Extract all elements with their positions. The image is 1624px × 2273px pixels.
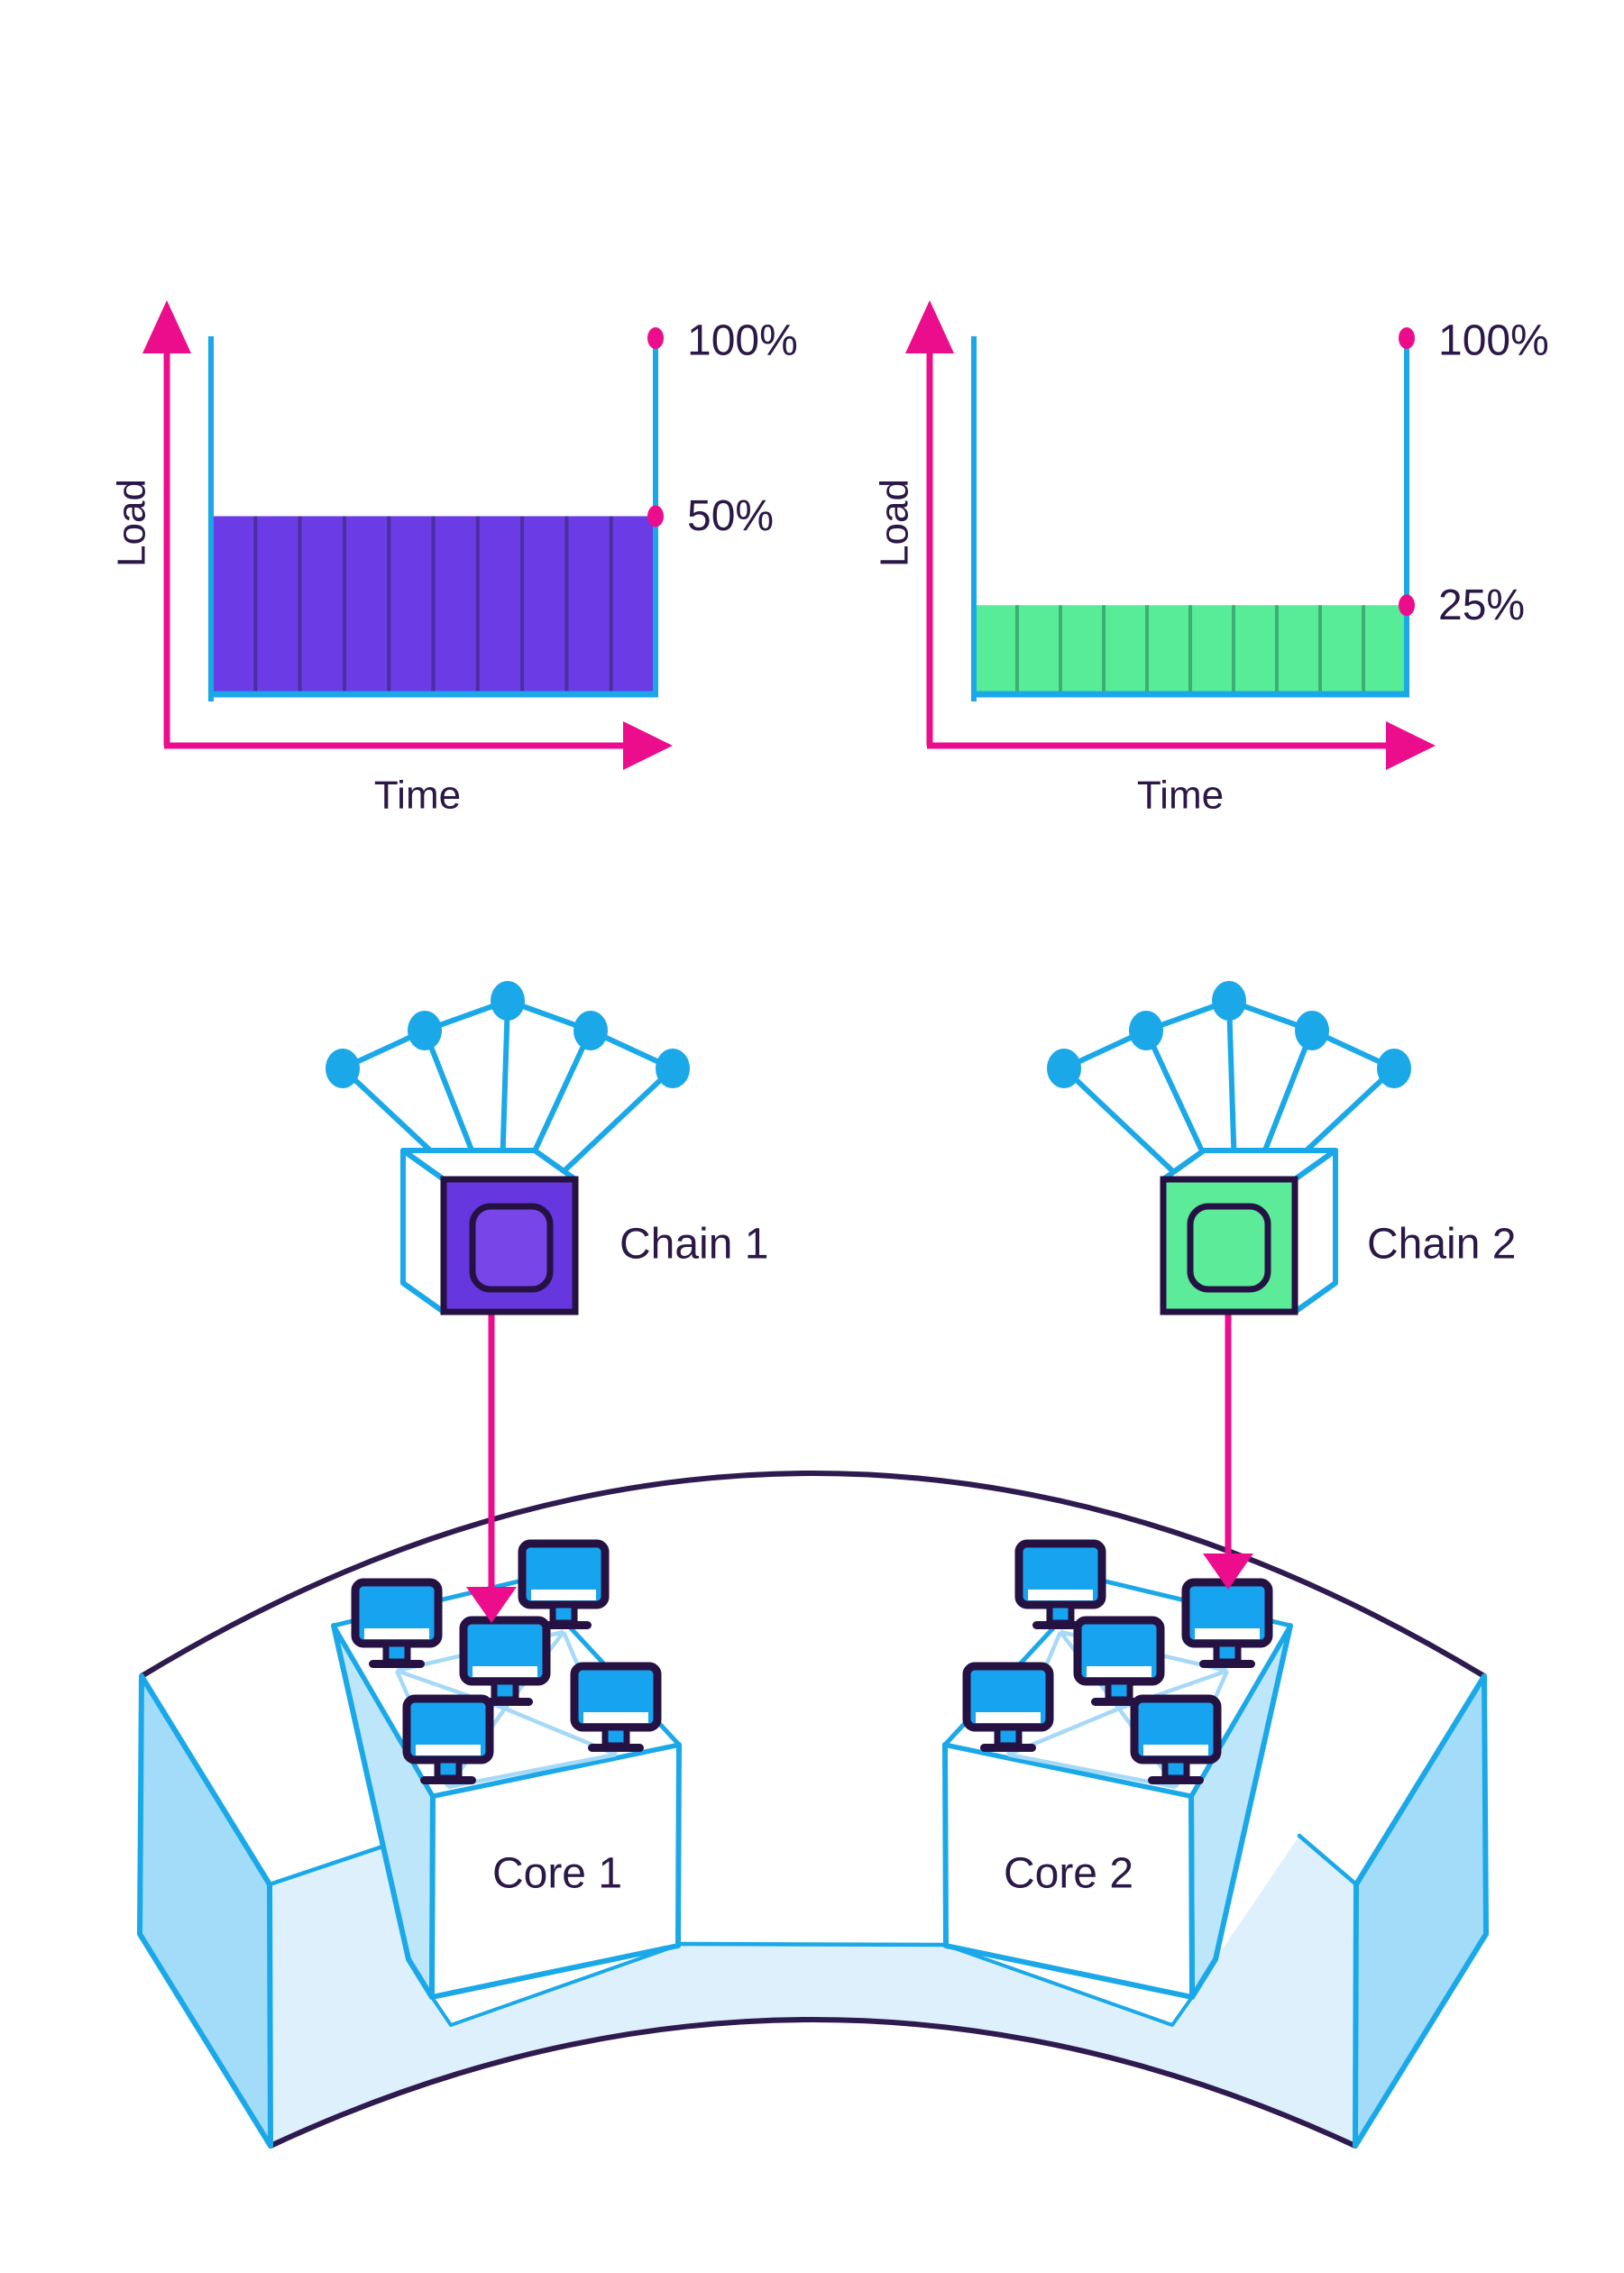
axis-arrow-right-icon <box>623 721 673 770</box>
ring-outer-arc <box>139 1471 1487 1679</box>
ring-bottom-arc <box>268 2017 1358 2149</box>
chain-1-label: Chain 1 <box>619 1221 768 1269</box>
chain-1-box-inner <box>469 1203 554 1293</box>
core-2-label: Core 2 <box>1004 1850 1133 1898</box>
load-chart-1: 100% 50% Load Time <box>110 300 798 818</box>
chart-1-100-dot <box>647 327 664 349</box>
network-node-icon <box>491 981 525 1021</box>
axis-arrow-right-icon <box>1386 721 1436 770</box>
chart-2-level-dot <box>1399 594 1415 617</box>
ring-inner-band <box>270 1836 1356 2146</box>
network-node-icon <box>1047 1049 1081 1088</box>
chain-1-group: Chain 1 <box>326 981 768 1315</box>
axis-arrow-up-icon <box>142 300 191 353</box>
chart-2-y-axis-label: Load <box>873 479 917 567</box>
chain-2-network-links <box>1061 998 1397 1178</box>
arrow-down-icon <box>466 1587 517 1623</box>
chain-1-arrow <box>466 1315 517 1623</box>
core-2-platform: Core 2 <box>942 1544 1293 2000</box>
chart-1-y-axis-label: Load <box>110 479 154 567</box>
core-1-platform: Core 1 <box>331 1544 682 2000</box>
chart-2-100-label: 100% <box>1438 317 1549 365</box>
network-node-icon <box>1129 1011 1163 1050</box>
chart-1-load-axis <box>142 300 673 770</box>
network-node-icon <box>1295 1011 1329 1050</box>
network-node-icon <box>408 1011 442 1050</box>
axis-arrow-up-icon <box>905 300 954 353</box>
ring-left-wall <box>137 1673 273 2149</box>
chain-2-arrow <box>1203 1315 1253 1590</box>
chain-2-box-side <box>1292 1148 1338 1315</box>
chain-1-network-links <box>340 998 675 1178</box>
chain-2-group: Chain 2 <box>1047 981 1516 1315</box>
load-chart-2: 100% 25% Load Time <box>873 300 1549 818</box>
ring-right-wall <box>1353 1673 1489 2149</box>
chart-1-level-dot <box>647 505 664 527</box>
network-node-icon <box>573 1011 608 1050</box>
chain-2-box-inner <box>1187 1203 1271 1293</box>
network-node-icon <box>326 1049 360 1088</box>
chain-2-label: Chain 2 <box>1367 1221 1516 1269</box>
ring-platform <box>137 1471 1489 2149</box>
chart-2-100-dot <box>1399 327 1415 349</box>
chart-1-100-label: 100% <box>687 317 798 365</box>
chart-2-bars <box>974 605 1407 694</box>
network-node-icon <box>656 1049 690 1088</box>
chart-2-x-axis-label: Time <box>1137 774 1224 818</box>
arrow-down-icon <box>1203 1554 1253 1590</box>
chain-1-box-side <box>400 1148 446 1315</box>
chart-1-bars <box>211 516 656 694</box>
chart-2-level-label: 25% <box>1438 582 1525 629</box>
chart-1-level-label: 50% <box>687 492 774 540</box>
network-node-icon <box>1212 981 1246 1021</box>
chart-1-x-axis-label: Time <box>374 774 461 818</box>
chart-2-load-axis <box>905 300 1436 770</box>
core-1-label: Core 1 <box>492 1850 622 1898</box>
network-node-icon <box>1377 1049 1411 1088</box>
